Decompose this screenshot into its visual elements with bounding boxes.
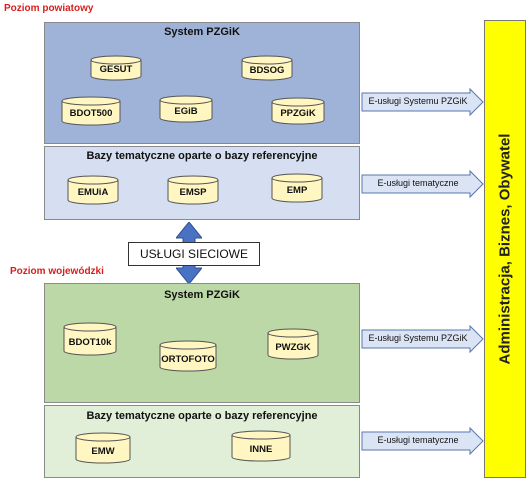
database-inne: INNE: [231, 430, 291, 462]
database-label: GESUT: [99, 64, 133, 75]
database-label: PPZGiK: [280, 108, 316, 119]
database-pwzgk: PWZGK: [267, 328, 319, 360]
database-bdot10k: BDOT10k: [63, 322, 117, 356]
arrow-label: E-usługi Systemu PZGiK: [368, 333, 468, 343]
top-thematic-title: Bazy tematyczne oparte o bazy referencyj…: [86, 150, 318, 162]
arrow-top-system-services: E-usługi Systemu PZGiK: [361, 87, 484, 117]
database-ortofoto: ORTOFOTO: [159, 340, 217, 372]
database-label: EMSP: [179, 187, 207, 198]
database-label: EMP: [286, 185, 308, 196]
bottom-system-title: System PZGiK: [164, 289, 240, 301]
database-emp: EMP: [271, 173, 323, 203]
network-services-box: USŁUGI SIECIOWE: [128, 242, 260, 266]
arrow-label: E-usługi tematyczne: [377, 178, 459, 188]
arrow-bottom-thematic-services: E-usługi tematyczne: [361, 426, 484, 456]
top-system-panel: System PZGiK GESUT BDSOG BDOT500 EGiB PP…: [44, 22, 360, 144]
recipients-label: Administracja, Biznes, Obywatel: [496, 133, 514, 365]
database-label: EGiB: [174, 106, 198, 117]
database-emsp: EMSP: [167, 175, 219, 205]
top-thematic-panel: Bazy tematyczne oparte o bazy referencyj…: [44, 146, 360, 220]
database-ppzgik: PPZGiK: [271, 97, 325, 125]
database-label: PWZGK: [275, 342, 311, 353]
recipients-bar: Administracja, Biznes, Obywatel: [484, 20, 526, 478]
bottom-system-panel: System PZGiK BDOT10k ORTOFOTO PWZGK: [44, 283, 360, 403]
arrow-label: E-usługi tematyczne: [377, 435, 459, 445]
level-label-powiat: Poziom powiatowy: [4, 3, 94, 14]
database-label: INNE: [249, 444, 273, 455]
database-bdsog: BDSOG: [241, 55, 293, 81]
database-egib: EGiB: [159, 95, 213, 123]
arrow-bottom-system-services: E-usługi Systemu PZGiK: [361, 324, 484, 354]
bottom-thematic-panel: Bazy tematyczne oparte o bazy referencyj…: [44, 405, 360, 478]
level-label-wojewodzki: Poziom wojewódzki: [10, 266, 104, 277]
database-label: EMUiA: [77, 187, 109, 198]
database-emw: EMW: [75, 432, 131, 464]
bottom-thematic-title: Bazy tematyczne oparte o bazy referencyj…: [86, 410, 318, 422]
database-emuia: EMUiA: [67, 175, 119, 205]
database-bdot500: BDOT500: [61, 96, 121, 126]
database-label: BDSOG: [249, 65, 285, 76]
database-label: EMW: [91, 446, 115, 457]
database-label: BDOT500: [69, 108, 113, 119]
database-label: BDOT10k: [68, 337, 112, 348]
database-gesut: GESUT: [90, 55, 142, 81]
database-label: ORTOFOTO: [161, 354, 215, 365]
arrow-label: E-usługi Systemu PZGiK: [368, 96, 468, 106]
arrow-top-thematic-services: E-usługi tematyczne: [361, 169, 484, 199]
top-system-title: System PZGiK: [164, 26, 240, 38]
